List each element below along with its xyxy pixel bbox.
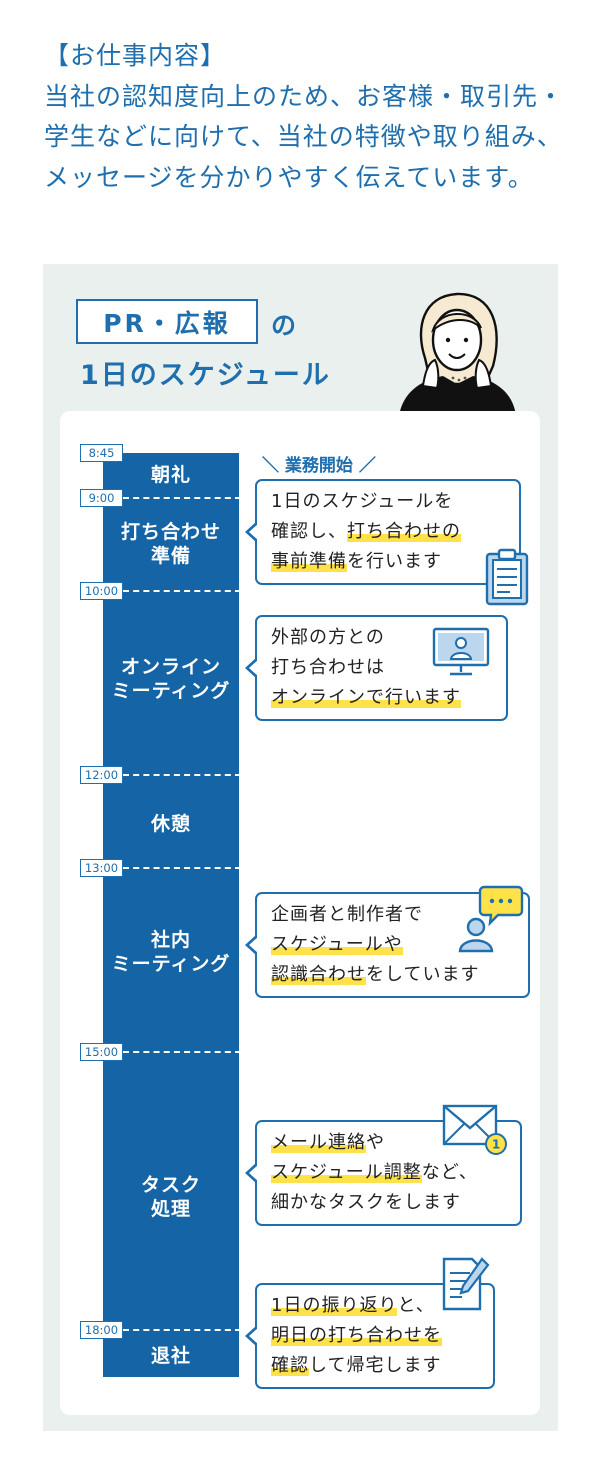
timeline-bar	[103, 453, 239, 1377]
activity-label: タスク処理	[140, 1174, 201, 1220]
activity-label: 社内ミーティング	[111, 929, 231, 975]
activity-label: 退社	[150, 1345, 191, 1367]
time-marker: 12:00	[80, 766, 123, 784]
time-marker: 18:00	[80, 1321, 123, 1339]
time-divider	[123, 1329, 241, 1331]
intro-text: 【お仕事内容】 当社の認知度向上のため、お客様・取引先・学生などに向けて、当社の…	[44, 36, 574, 198]
time-divider	[123, 774, 241, 776]
time-divider	[123, 1051, 241, 1053]
intro-heading: 【お仕事内容】	[44, 41, 227, 70]
video-call-icon	[432, 627, 490, 676]
start-label: ＼ 業務開始 ／	[262, 456, 376, 476]
activity-label: オンラインミーティング	[111, 656, 231, 702]
speech-bubble: 1日のスケジュールを 確認し、打ち合わせの 事前準備を行います	[245, 479, 521, 585]
schedule-title: 1日のスケジュール	[80, 360, 331, 391]
time-divider	[123, 497, 241, 499]
mail-badge-count: 1	[492, 1138, 500, 1152]
role-label: PR・広報	[76, 299, 258, 344]
activity-label: 休憩	[150, 813, 191, 835]
time-marker: 9:00	[80, 489, 123, 507]
time-marker: 8:45	[80, 444, 123, 462]
time-divider	[123, 867, 241, 869]
activity-label: 打ち合わせ準備	[120, 521, 221, 567]
person-illustration	[399, 292, 516, 416]
speech-bubble: 外部の方との 打ち合わせは オンラインで行います	[245, 615, 508, 721]
time-divider	[123, 590, 241, 592]
time-marker: 15:00	[80, 1043, 123, 1061]
chat-person-icon	[458, 885, 524, 953]
time-marker: 10:00	[80, 582, 123, 600]
activity-label: 朝礼	[150, 464, 191, 486]
mail-icon: 1	[442, 1104, 507, 1155]
title-particle: の	[271, 311, 297, 340]
clipboard-icon	[485, 548, 529, 606]
time-marker: 13:00	[80, 859, 123, 877]
memo-icon	[442, 1257, 490, 1311]
intro-body: 当社の認知度向上のため、お客様・取引先・学生などに向けて、当社の特徴や取り組み、…	[44, 81, 565, 192]
